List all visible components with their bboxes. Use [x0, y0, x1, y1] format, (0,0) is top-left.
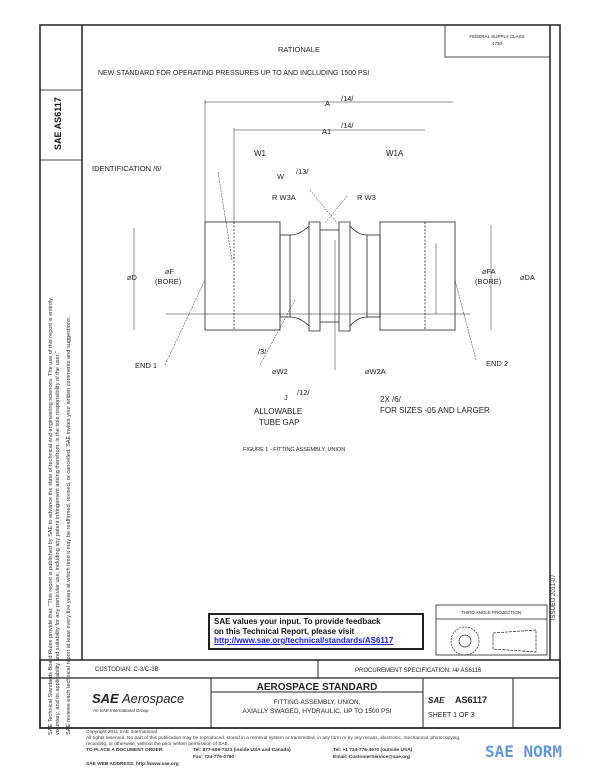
- rights-text: All rights reserved. No part of this pub…: [86, 736, 461, 741]
- web-link[interactable]: SAE WEB ADDRESS: http://www.sae.org: [86, 762, 179, 767]
- fsc-value: 4730: [492, 41, 503, 46]
- order-label: TO PLACE A DOCUMENT ORDER:: [86, 748, 164, 753]
- sae-logo: SAE: [92, 691, 119, 706]
- sizes-note: FOR SIZES -05 AND LARGER: [380, 406, 490, 415]
- label-rw3: R W3: [357, 193, 376, 202]
- end2-body: [379, 221, 456, 331]
- label-j: J: [284, 393, 288, 402]
- aerospace-logo: Aerospace: [121, 691, 184, 706]
- projection-label: THIRD ANGLE PROJECTION: [461, 610, 521, 615]
- label-end1: END 1: [135, 361, 157, 370]
- figure-caption: FIGURE 1 - FITTING ASSEMBLY, UNION: [243, 447, 345, 453]
- issued-date: ISSUED 2011-07: [551, 574, 557, 620]
- copyright: Copyright 2011 SAE International: [86, 730, 157, 735]
- rationale-text: NEW STANDARD FOR OPERATING PRESSURES UP …: [98, 70, 369, 77]
- label-w2a: ⌀W2A: [365, 367, 386, 376]
- identification-label: IDENTIFICATION /6/: [92, 164, 162, 173]
- fsc-label: FEDERAL SUPPLY CLASS: [469, 34, 524, 39]
- side-id-box: [39, 89, 83, 161]
- label-j-note: /12/: [297, 388, 310, 397]
- feedback-line-2: on this Technical Report, please visit: [214, 626, 355, 636]
- standard-heading: AEROSPACE STANDARD: [257, 682, 378, 693]
- doc-title-2: AXIALLY SWAGED, HYDRAULIC, UP TO 1500 PS…: [242, 708, 391, 715]
- fitting-drawing: [133, 100, 492, 370]
- label-rw3a: R W3A: [272, 193, 296, 202]
- phone-domestic: Tel: 877-606-7323 (inside USA and Canada…: [193, 748, 291, 753]
- projection-cone-icon: [492, 629, 537, 653]
- doc-sae-logo: SAE: [428, 696, 445, 705]
- label-f: ⌀F: [165, 267, 175, 276]
- fsc-box: [444, 24, 551, 58]
- phone-international: Tel: +1 724-776-4970 (outside USA): [333, 748, 413, 753]
- rationale-heading: RATIONALE: [278, 45, 320, 54]
- procurement-spec: PROCUREMENT SPECIFICATION: /4/ AS6116: [355, 668, 482, 674]
- dim-w1a: W1A: [386, 149, 404, 158]
- fax: Fax: 724-776-0790: [193, 755, 235, 760]
- dim-a1: A1: [322, 127, 331, 136]
- side-doc-id: SAE AS6117: [53, 97, 63, 150]
- doc-number: AS6117: [455, 695, 487, 705]
- projection-circle-icon: [450, 626, 480, 656]
- email-link[interactable]: Email: CustomerService@sae.org: [333, 755, 410, 760]
- side-doc-number: AS6117: [53, 97, 63, 130]
- dim-w1: W1: [254, 149, 267, 158]
- label-end2: END 2: [486, 359, 508, 368]
- label-f-bore: (BORE): [155, 277, 182, 286]
- gap-label-1: ALLOWABLE: [254, 407, 302, 416]
- label-fa-bore: (BORE): [475, 277, 502, 286]
- note-3: /3/: [258, 347, 267, 356]
- label-w2: ⌀W2: [272, 367, 288, 376]
- feedback-link[interactable]: http://www.sae.org/technical/standards/A…: [214, 636, 394, 645]
- side-logo: SAE: [53, 131, 63, 150]
- dim-w: W: [277, 172, 285, 181]
- legal-text-1: SAE Technical Standards Board Rules prov…: [48, 297, 54, 735]
- label-da: ⌀DA: [520, 273, 535, 282]
- projection-box: [435, 604, 548, 656]
- legal-text-2: voluntary, and its applicability and sui…: [55, 351, 61, 735]
- dim-a-note: /14/: [341, 94, 354, 103]
- custodian: CUSTODIAN: C-3/C-3B: [95, 667, 159, 673]
- sheet-number: SHEET 1 OF 3: [428, 712, 475, 719]
- label-fa: ⌀FA: [482, 267, 496, 276]
- watermark: SAE NORM: [485, 742, 563, 761]
- doc-title-1: FITTING ASSEMBLY, UNION,: [274, 699, 361, 706]
- legal-text-3: SAE reviews each technical report at lea…: [66, 316, 72, 735]
- dim-a: A: [325, 99, 330, 108]
- rights-text-2: recording, or otherwise, without the pri…: [86, 742, 230, 747]
- gap-label-2: TUBE GAP: [259, 418, 299, 427]
- feedback-box: SAE values your input. To provide feedba…: [208, 613, 424, 650]
- dim-w-note: /13/: [296, 167, 309, 176]
- dim-a1-note: /14/: [341, 121, 354, 130]
- logo-subtitle: An SAE International Group: [92, 708, 149, 713]
- note-6: 2X /6/: [380, 395, 402, 404]
- feedback-line-1: SAE values your input. To provide feedba…: [214, 617, 381, 626]
- label-d: ⌀D: [127, 273, 138, 282]
- title-block: [39, 659, 561, 729]
